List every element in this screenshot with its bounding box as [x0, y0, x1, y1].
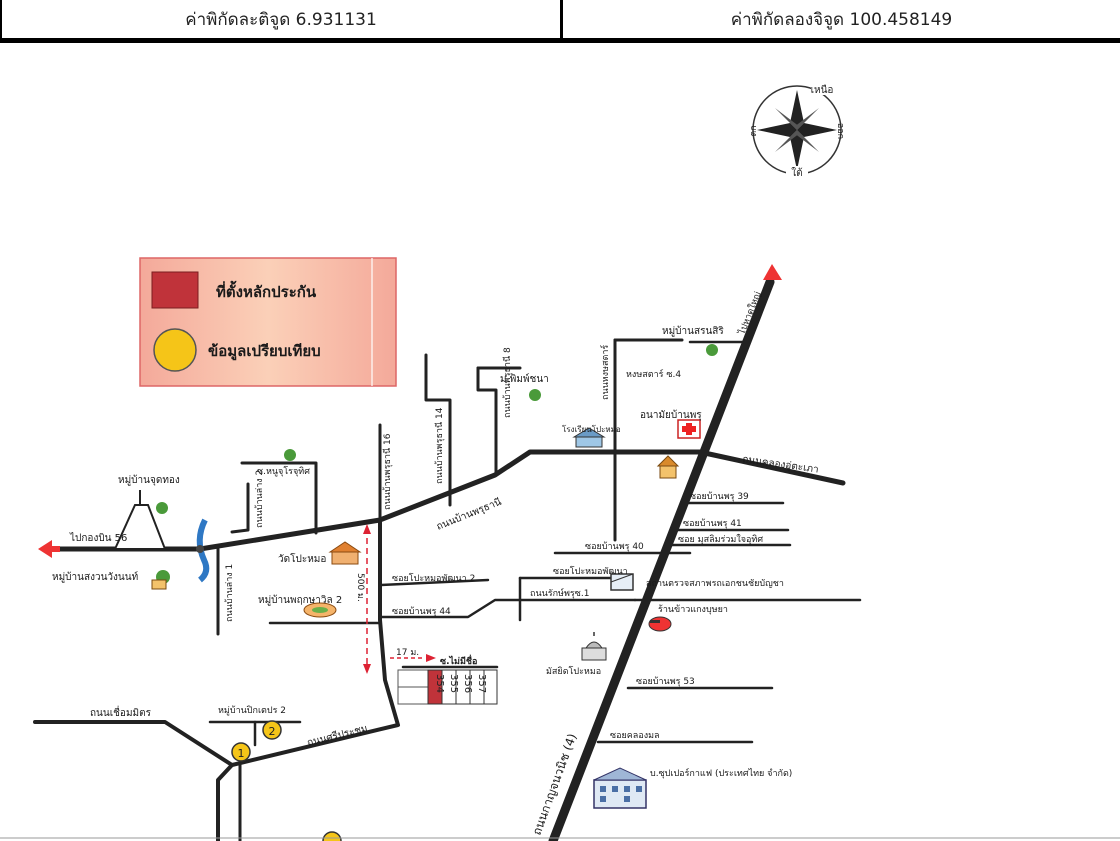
inspection-center-icon	[610, 573, 634, 591]
hospital-icon	[677, 419, 701, 439]
arrow-north	[763, 264, 782, 280]
label-nong-sad-4: หงษสตาร์ ซ.4	[626, 368, 681, 380]
compass-west-label: ตก	[749, 125, 759, 136]
label-road-si-prachum: ถนนศรีประชุม	[306, 722, 369, 749]
marker-1-label: 1	[238, 747, 245, 760]
label-inspection-center: สถานตรวจสภาพรถเอกชนชัยบัญชา	[646, 579, 784, 589]
label-road-ban-phru-thani-8: ถนนบ้านพรุธานี 8	[502, 347, 513, 418]
compass-east-label: ออก	[835, 123, 845, 139]
label-road-ratphrut-1: ถนนรักษ์พรุซ.1	[530, 587, 589, 599]
label-road-soem-mit: ถนนเชื่อมมิตร	[90, 705, 152, 719]
label-soi-hoo-chulothit: ซ.หนูจุโรจุทิศ	[257, 466, 310, 477]
label-dist-500: 500 ม.	[355, 573, 365, 602]
longitude-cell: ค่าพิกัดลองจิจูด 100.458149	[560, 0, 1120, 40]
village-tree-icons	[151, 344, 718, 590]
latitude-text: ค่าพิกัดละติจูด 6.931131	[185, 9, 377, 30]
label-soi-ban-phru-39: ซอยบ้านพรุ 39	[690, 491, 749, 502]
restaurant-icon	[648, 616, 672, 632]
label-soi-ban-phru-44: ซอยบ้านพรุ 44	[392, 606, 451, 617]
compass-south-point	[790, 130, 804, 170]
compass-nw-point	[775, 108, 800, 130]
label-soi-ban-phru-40: ซอยบ้านพรุ 40	[585, 541, 644, 552]
label-road-ban-phru-thani-14: ถนนบ้านพรุธานี 14	[434, 407, 445, 484]
plot-grid: 354 355 356 357	[397, 669, 498, 705]
label-soi-pomo-phatthana: ซอยโปะหมอพัฒนา	[553, 566, 628, 577]
label-road-khlong-u-tapao: ถนนคลองอู่ตะเภา	[742, 454, 820, 476]
chut-thong-gate	[113, 490, 167, 550]
label-anamai: อนามัยบ้านพรุ	[640, 409, 702, 421]
label-soi-khlong-mon: ซอยคลองมล	[610, 731, 660, 741]
label-company: บ.ซุปเปอร์กาแฟ (ประเทศไทย จำกัด)	[650, 767, 792, 779]
label-wat-pomo: วัดโปะหมอ	[278, 552, 326, 565]
compass-sw-point	[775, 130, 800, 152]
label-soi-pomo-phatthana-2: ซอยโปะหมอพัฒนา 2	[392, 573, 475, 584]
road-phru-thani-8	[476, 366, 498, 477]
compass-south-label: ใต้	[791, 167, 802, 179]
road-si-prachum	[216, 518, 400, 841]
comparison-marker-2: 2	[262, 720, 282, 740]
header-rule	[0, 40, 1120, 43]
legend-collateral-swatch	[151, 271, 199, 309]
label-to-klong-ngaen: ไปกองบิน 56	[69, 532, 127, 544]
arrow-west	[38, 540, 52, 558]
longitude-text: ค่าพิกัดลองจิจูด 100.458149	[730, 9, 953, 30]
road-kanchanawanit	[548, 277, 775, 841]
wat-icon	[328, 541, 362, 565]
plot-356: 356	[462, 674, 473, 693]
road-hoo-chulothit	[240, 461, 318, 535]
road-soi-phru-44	[378, 598, 637, 619]
plot-357: 357	[476, 674, 487, 693]
label-road-ban-phru-thani: ถนนบ้านพรุธานี	[435, 496, 504, 533]
marker-2-label: 2	[269, 725, 276, 738]
canal	[196, 518, 210, 583]
road-network	[33, 277, 862, 841]
phrueksa-village-icon	[303, 602, 337, 618]
school-icon	[572, 427, 606, 448]
label-road-ban-lang-2: ถนนบ้านล่าง 2	[254, 470, 265, 528]
label-phim-chana: ม.พิมพ์ชนา	[500, 373, 549, 385]
label-village-sonsiri: หมู่บ้านสรนสิริ	[662, 325, 724, 337]
label-soi-no-name: ซ.ไม่มีชื่อ	[440, 654, 477, 667]
label-village-chut-thong: หมู่บ้านจุดทอง	[118, 474, 180, 486]
company-building-icon	[593, 767, 647, 809]
label-soi-ban-phru-41: ซอยบ้านพรุ 41	[683, 518, 742, 529]
label-road-ban-phru-thani-16: ถนนบ้านพรุธานี 16	[382, 433, 393, 510]
road-ban-lang-2	[230, 482, 250, 534]
label-school: โรงเรียนโปะหมอ	[562, 424, 621, 434]
compass-east-point	[797, 123, 837, 137]
label-restaurant: ร้านข้าวแกงบุษยา	[658, 604, 728, 615]
comparison-marker-1: 1	[231, 742, 251, 762]
legend-comparison-label: ข้อมูลเปรียบเทียบ	[208, 342, 321, 361]
mosque-icon	[581, 632, 607, 661]
label-soi-muslim: ซอย มุสลิมร่วมใจอุทิศ	[678, 534, 763, 545]
label-mosque: มัสยิดโปะหมอ	[546, 666, 601, 677]
road-soem-mit	[33, 720, 234, 767]
compass-ne-point	[794, 108, 819, 130]
coordinate-header: ค่าพิกัดละติจูด 6.931131 ค่าพิกัดลองจิจู…	[0, 0, 1120, 43]
plot-354: 354	[434, 674, 445, 693]
label-road-nong-sad: ถนนหงษสตาร์	[599, 345, 611, 400]
compass-west-point	[757, 123, 797, 137]
comparison-marker-3	[322, 831, 342, 841]
compass-north-label: เหนือ	[811, 84, 834, 96]
legend-box: ที่ตั้งหลักประกัน ข้อมูลเปรียบเทียบ	[139, 257, 397, 387]
compass-se-point	[794, 130, 819, 152]
label-soi-ban-phru-53: ซอยบ้านพรุ 53	[636, 676, 695, 687]
label-village-pikpet-2: หมู่บ้านปิกเตปร 2	[218, 705, 286, 716]
label-village-songwan: หมู่บ้านสงวนวังนนท์	[52, 571, 138, 583]
compass-north-point	[790, 90, 804, 130]
label-dist-17: 17 ม.	[396, 648, 419, 658]
legend-collateral-label: ที่ตั้งหลักประกัน	[216, 280, 317, 301]
label-village-phrueksa-2: หมู่บ้านพฤกษาวิล 2	[258, 594, 342, 606]
house-icon	[656, 455, 680, 479]
plot-355: 355	[448, 674, 459, 693]
legend-comparison-swatch	[153, 328, 197, 372]
label-road-ban-lang-1: ถนนบ้านล่าง 1	[224, 564, 235, 622]
road-phru-thani-14	[424, 353, 452, 507]
compass-rose: เหนือ ใต้ ออก ตก	[749, 83, 845, 179]
road-soi-pomo-2	[378, 578, 490, 587]
